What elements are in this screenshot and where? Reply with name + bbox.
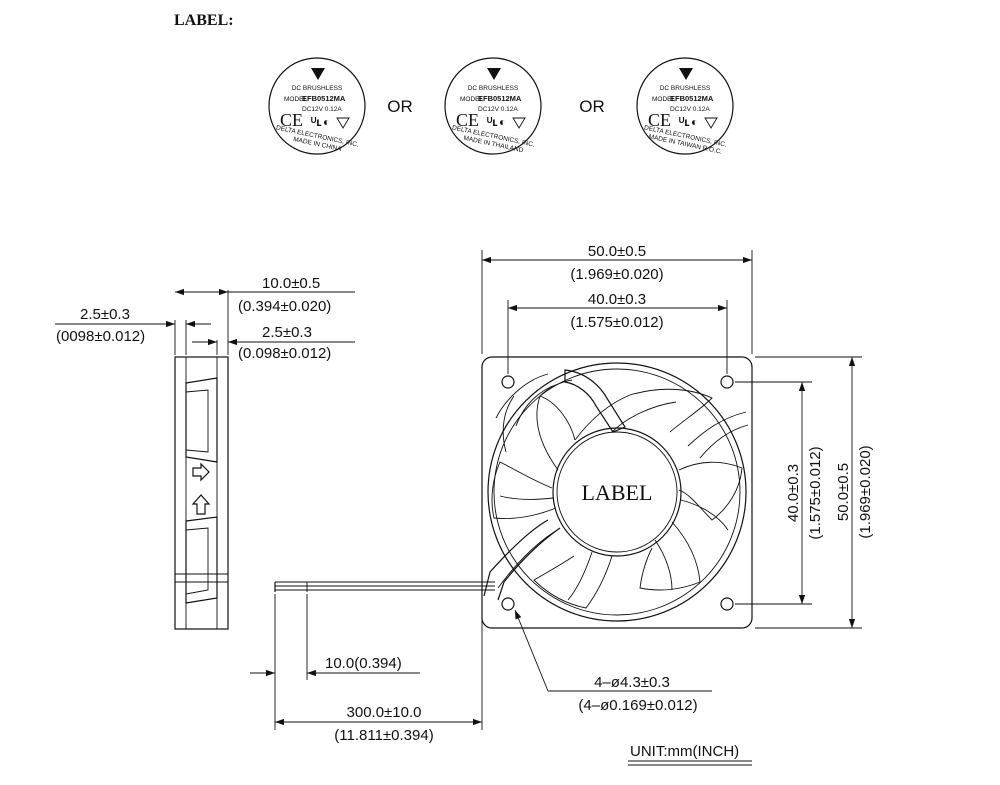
tuv-mark-icon: ◐ (323, 115, 330, 129)
dim-width-mm: 50.0±0.5 (588, 243, 646, 260)
label-badge-2: DC BRUSHLESS MODEL EFB0512MA DC12V 0.12A… (444, 57, 542, 155)
front-view: LABEL (274, 356, 753, 629)
dim-side-right-mm: 2.5±0.3 (262, 324, 312, 341)
tuv-mark-icon: ◐ (499, 115, 506, 129)
dim-hole-spacing-mm: 40.0±0.3 (588, 291, 646, 308)
badge-model-prefix: MODEL (284, 96, 308, 103)
ul-mark-icon: ᵁʟ (679, 115, 690, 129)
label-heading: LABEL: (174, 12, 234, 29)
dim-side-left-mm: 2.5±0.3 (80, 306, 130, 323)
ce-mark-icon: CE (648, 110, 671, 130)
dim-width-in: (1.969±0.020) (570, 266, 663, 283)
badge-model-prefix: MODEL (460, 96, 484, 103)
mounting-hole (720, 597, 734, 611)
ul-mark-icon: ᵁʟ (311, 115, 322, 129)
ce-mark-icon: CE (456, 110, 479, 130)
hub-label: LABEL (582, 480, 653, 505)
unit-note: UNIT:mm(INCH) (630, 743, 739, 760)
mounting-hole (501, 597, 515, 611)
dim-height-mm: 50.0±0.5 (835, 463, 852, 521)
mounting-hole (720, 375, 734, 389)
airflow-arrow-icon (192, 462, 210, 482)
badge-line1: DC BRUSHLESS (660, 85, 711, 92)
dim-strip: 10.0(0.394) (325, 655, 402, 672)
dim-holes-mm: 4–ø4.3±0.3 (594, 674, 670, 691)
badge-rating: DC12V 0.12A (302, 106, 342, 113)
dim-side-total-mm: 10.0±0.5 (262, 275, 320, 292)
triangle-mark-icon (336, 117, 350, 129)
or-text-1: OR (387, 97, 413, 116)
or-text-2: OR (579, 97, 605, 116)
badge-model: EFB0512MA (670, 94, 714, 103)
badge-model: EFB0512MA (302, 94, 346, 103)
badge-line1: DC BRUSHLESS (468, 85, 519, 92)
dim-lead-mm: 300.0±10.0 (347, 704, 422, 721)
dim-holes-in: (4–ø0.169±0.012) (578, 697, 697, 714)
dim-side-total-in: (0.394±0.020) (238, 298, 331, 315)
badge-rating: DC12V 0.12A (478, 106, 518, 113)
dim-vhole-spacing-mm: 40.0±0.3 (785, 464, 802, 522)
triangle-mark-icon (704, 117, 718, 129)
label-badge-3: DC BRUSHLESS MODEL EFB0512MA DC12V 0.12A… (636, 57, 734, 156)
ul-mark-icon: ᵁʟ (487, 115, 498, 129)
badge-rating: DC12V 0.12A (670, 106, 710, 113)
rotation-arrow-icon (191, 494, 211, 515)
mounting-hole (501, 375, 515, 389)
dim-side-left-in: (0098±0.012) (56, 328, 145, 345)
badge-model: EFB0512MA (478, 94, 522, 103)
label-badge-1: DC BRUSHLESS MODEL EFB0512MA DC12V 0.12A… (268, 57, 366, 155)
dim-hole-spacing-in: (1.575±0.012) (570, 314, 663, 331)
badge-line1: DC BRUSHLESS (292, 85, 343, 92)
badge-model-prefix: MODEL (652, 96, 676, 103)
triangle-mark-icon (512, 117, 526, 129)
ce-mark-icon: CE (280, 110, 303, 130)
dim-vhole-spacing-in: (1.575±0.012) (807, 446, 824, 539)
dim-lead-in: (11.811±0.394) (334, 727, 433, 744)
dim-side-right-in: (0.098±0.012) (238, 345, 331, 362)
tuv-mark-icon: ◐ (691, 115, 698, 129)
dim-height-in: (1.969±0.020) (857, 445, 874, 538)
side-view (174, 356, 229, 630)
